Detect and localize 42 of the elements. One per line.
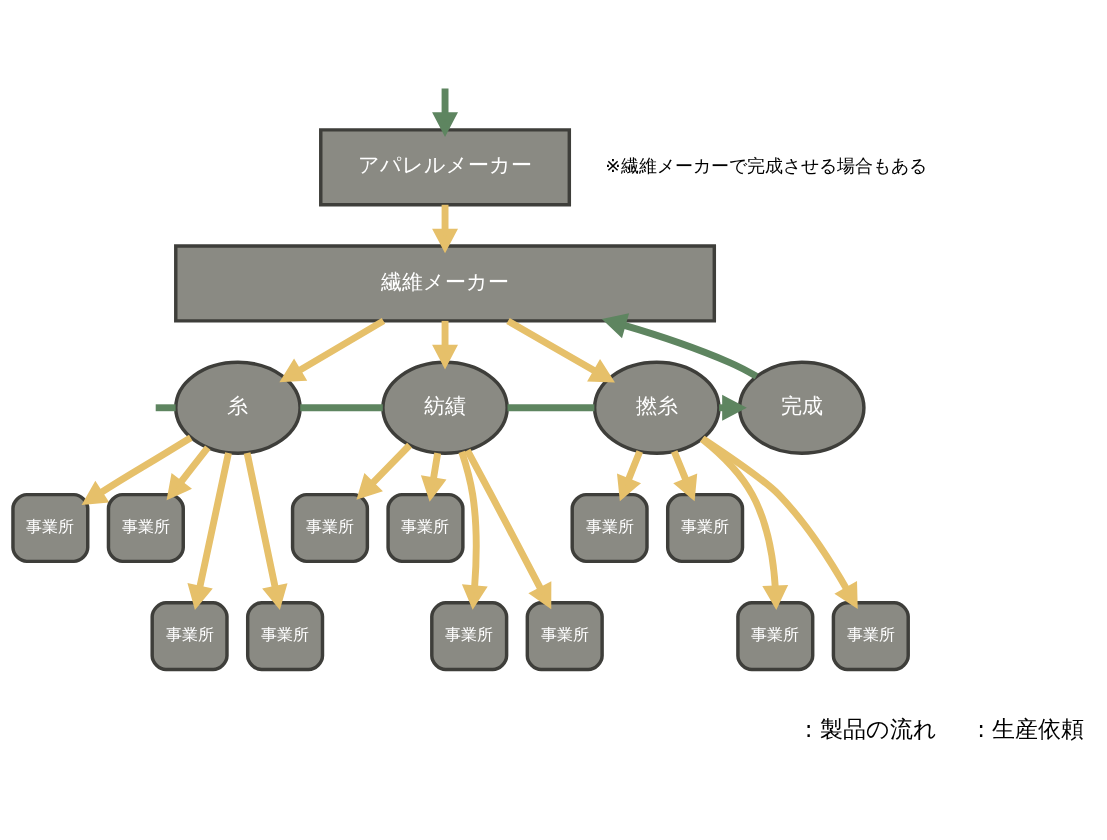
arrow [458,450,488,610]
arrow [616,450,643,502]
node-box: 事業所 [11,492,90,564]
node-box: 事業所 [386,492,465,564]
arrow [700,435,858,609]
node-box: 事業所 [831,601,910,672]
arrow [81,434,193,505]
node-box: 事業所 [150,601,229,672]
legend-label: : 製品の流れ [804,716,937,743]
node-ellipse: 撚糸 [592,360,721,455]
connector [300,404,383,412]
node-box: アパレルメーカー [319,128,572,207]
arrow [671,450,698,502]
arrow [279,317,386,383]
arrow [432,204,458,254]
legend-label: : 生産依頼 [977,716,1085,743]
arrow [420,452,447,502]
node-box: 事業所 [570,492,649,564]
arrow [432,88,458,137]
connector [507,404,595,412]
arrow [356,442,413,500]
arrow [601,313,759,380]
node-ellipse: 糸 [174,360,302,455]
arrow [464,448,552,610]
node-ellipse: 完成 [737,360,866,455]
arrow [699,436,789,611]
node-box: 事業所 [525,601,604,672]
node-box: 繊維メーカー [174,244,717,323]
node-ellipse: 紡績 [381,360,509,455]
arrow [166,445,211,501]
node-box: 事業所 [736,601,815,672]
connector [155,404,176,412]
arrow [506,317,615,383]
label: ※繊維メーカーで完成させる場合もある [605,154,927,176]
arrow [432,320,458,370]
node-box: 事業所 [245,601,325,672]
node-box: 事業所 [666,492,745,564]
arrow [243,452,288,610]
node-box: 事業所 [430,601,509,672]
node-box: 事業所 [106,492,185,564]
node-box: 事業所 [290,492,370,564]
arrow [187,452,232,610]
